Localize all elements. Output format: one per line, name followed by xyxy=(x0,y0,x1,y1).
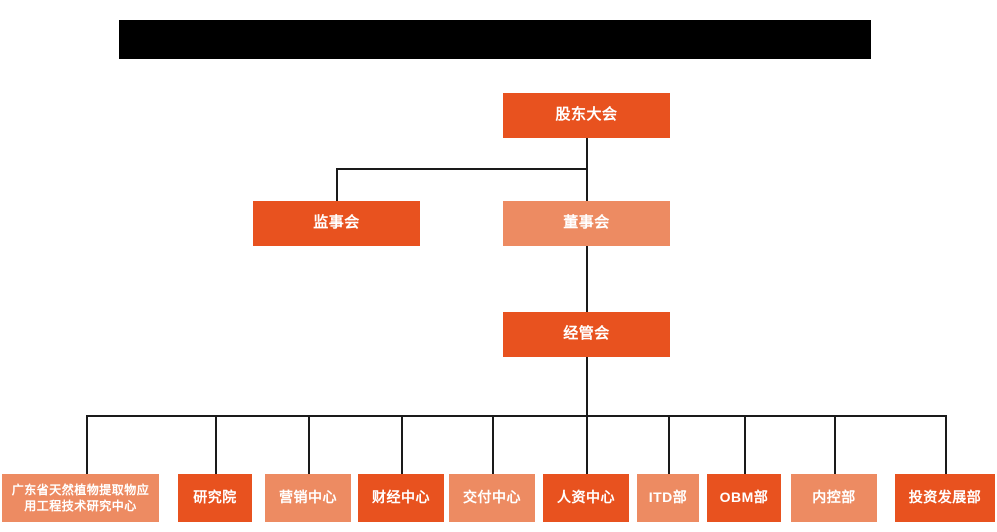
connector-drop-obm-department xyxy=(744,415,746,474)
connector-drop-delivery-center xyxy=(492,415,494,474)
node-delivery-center[interactable]: 交付中心 xyxy=(449,474,535,522)
connector-shareholders-down xyxy=(586,138,588,169)
node-board-of-supervisors[interactable]: 监事会 xyxy=(253,201,420,246)
connector-drop-marketing-center xyxy=(308,415,310,474)
connector-supervisors-drop xyxy=(336,168,338,201)
node-natural-plant-extract-research-center[interactable]: 广东省天然植物提取物应用工程技术研究中心 xyxy=(2,474,159,522)
connector-drop-research-center xyxy=(86,415,88,474)
connector-drop-hr-center xyxy=(586,415,588,474)
node-board-of-directors[interactable]: 董事会 xyxy=(503,201,670,246)
connector-drop-research-institute xyxy=(215,415,217,474)
node-internal-control-department[interactable]: 内控部 xyxy=(791,474,877,522)
connector-drop-itd-department xyxy=(668,415,670,474)
connector-level2-bus xyxy=(336,168,588,170)
connector-drop-finance-center xyxy=(401,415,403,474)
connector-management-down xyxy=(586,357,588,416)
node-shareholders-meeting[interactable]: 股东大会 xyxy=(503,93,670,138)
node-itd-department[interactable]: ITD部 xyxy=(637,474,699,522)
connector-drop-investment-development xyxy=(945,415,947,474)
node-marketing-center[interactable]: 营销中心 xyxy=(265,474,351,522)
connector-directors-drop xyxy=(586,168,588,201)
connector-directors-to-management xyxy=(586,246,588,312)
connector-departments-bus xyxy=(86,415,946,417)
node-obm-department[interactable]: OBM部 xyxy=(707,474,781,522)
node-investment-development-department[interactable]: 投资发展部 xyxy=(895,474,995,522)
node-hr-center[interactable]: 人资中心 xyxy=(543,474,629,522)
node-management-committee[interactable]: 经管会 xyxy=(503,312,670,357)
connector-drop-internal-control xyxy=(834,415,836,474)
node-research-institute[interactable]: 研究院 xyxy=(178,474,252,522)
node-finance-center[interactable]: 财经中心 xyxy=(358,474,444,522)
redacted-title-bar xyxy=(119,20,871,59)
